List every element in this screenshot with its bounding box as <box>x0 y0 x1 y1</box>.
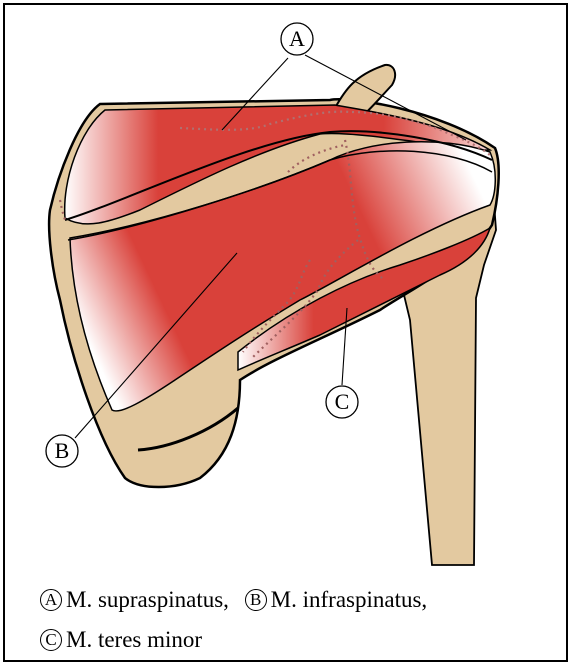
legend-row-1: A M. supraspinatus, B M. infraspinatus, <box>40 585 437 613</box>
svg-text:C: C <box>335 389 350 414</box>
marker-b: B <box>46 435 78 467</box>
legend-item-c: C M. teres minor <box>40 627 202 653</box>
legend-marker-b: B <box>245 589 267 611</box>
legend-marker-a: A <box>40 589 62 611</box>
marker-c: C <box>326 386 358 418</box>
svg-text:B: B <box>55 438 70 463</box>
legend-label-b: M. infraspinatus, <box>271 587 428 613</box>
legend-item-b: B M. infraspinatus, <box>245 587 428 613</box>
legend-row-2: C M. teres minor <box>40 625 212 653</box>
legend-marker-c: C <box>40 629 62 651</box>
legend-label-a: M. supraspinatus, <box>66 587 229 613</box>
svg-text:A: A <box>289 26 305 51</box>
legend-item-a: A M. supraspinatus, <box>40 587 229 613</box>
legend-label-c: M. teres minor <box>66 627 202 653</box>
marker-a: A <box>281 23 313 55</box>
